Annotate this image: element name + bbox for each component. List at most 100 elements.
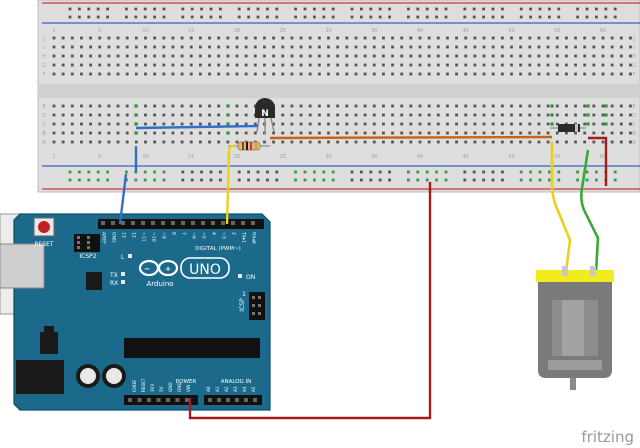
breadboard-hole	[363, 45, 367, 49]
rail-hole	[200, 178, 203, 182]
breadboard-hole	[153, 122, 157, 126]
breadboard-hole	[107, 45, 111, 49]
rail-hole	[595, 7, 598, 11]
breadboard-hole	[436, 140, 440, 144]
breadboard-hole	[482, 140, 486, 144]
breadboard-hole	[226, 36, 230, 40]
breadboard-hole	[153, 45, 157, 49]
breadboard-hole	[565, 113, 568, 117]
rail-hole	[501, 170, 504, 174]
column-number: 60	[600, 28, 606, 34]
rail-hole	[463, 178, 467, 182]
rail-hole	[613, 15, 617, 19]
breadboard-hole	[52, 36, 56, 40]
breadboard-hole	[272, 36, 275, 40]
breadboard-hole	[619, 45, 623, 49]
rail-hole	[96, 15, 100, 19]
breadboard-hole	[565, 140, 568, 144]
breadboard-hole	[601, 113, 605, 117]
reset-button-cap[interactable]	[38, 221, 50, 233]
small-chip	[86, 272, 102, 290]
breadboard-hole	[80, 131, 83, 135]
breadboard-hole	[354, 122, 358, 126]
breadboard-hole	[107, 104, 111, 108]
rail-hole	[237, 170, 241, 174]
breadboard-hole	[70, 122, 74, 126]
wire-red-diode	[588, 136, 608, 186]
breadboard-hole	[125, 113, 129, 117]
breadboard-hole	[70, 63, 74, 67]
breadboard-hole	[299, 113, 303, 117]
column-number: 50	[508, 154, 514, 160]
breadboard-hole	[537, 54, 541, 58]
digital-pin-label: ~9	[160, 232, 166, 239]
breadboard-hole	[583, 131, 587, 135]
breadboard-hole	[180, 113, 184, 117]
rail-hole	[435, 178, 438, 182]
rail-hole	[350, 178, 354, 182]
breadboard-hole	[162, 122, 166, 126]
motor-end-cap	[536, 270, 614, 282]
rail-hole	[181, 15, 185, 19]
breadboard-hole	[327, 54, 330, 58]
breadboard-hole	[61, 54, 65, 58]
breadboard-hole	[153, 104, 157, 108]
breadboard-hole	[473, 72, 477, 76]
rail-hole	[519, 178, 523, 182]
rail-hole	[125, 15, 128, 19]
breadboard-hole	[372, 72, 376, 76]
header-pin	[101, 221, 105, 225]
breadboard-hole	[464, 122, 468, 126]
rail-hole	[68, 178, 72, 182]
breadboard-hole	[436, 72, 440, 76]
rail-hole	[219, 170, 222, 174]
breadboard-hole	[171, 104, 175, 108]
breadboard-hole	[98, 45, 102, 49]
breadboard-hole	[70, 113, 74, 117]
breadboard-hole	[153, 63, 157, 67]
breadboard-hole	[491, 131, 495, 135]
icsp-pin	[252, 312, 255, 315]
breadboard-hole	[70, 54, 74, 58]
rail-hole	[557, 15, 561, 19]
breadboard-hole	[98, 54, 102, 58]
breadboard-hole	[199, 104, 202, 108]
breadboard-hole	[263, 140, 266, 144]
breadboard-hole	[153, 36, 157, 40]
breadboard-hole	[391, 113, 394, 117]
breadboard-hole	[382, 54, 385, 58]
power-header	[124, 395, 198, 405]
active-hole	[604, 104, 608, 108]
rail-hole	[444, 170, 448, 174]
breadboard-hole	[555, 72, 559, 76]
breadboard-hole	[610, 104, 614, 108]
breadboard-hole	[491, 140, 495, 144]
rail-hole	[181, 170, 185, 174]
breadboard-hole	[619, 54, 623, 58]
breadboard-hole	[61, 131, 65, 135]
breadboard-hole	[473, 113, 477, 117]
rail-hole	[369, 178, 373, 182]
breadboard-hole	[464, 54, 468, 58]
breadboard-hole	[345, 72, 349, 76]
breadboard-hole	[253, 122, 257, 126]
breadboard-hole	[208, 131, 211, 135]
breadboard-hole	[418, 122, 422, 126]
breadboard-hole	[418, 54, 422, 58]
rail-hole	[87, 170, 91, 174]
breadboard-hole	[574, 131, 577, 135]
rail-hole	[322, 178, 326, 182]
column-number: 25	[280, 28, 286, 34]
voltage-regulator	[40, 332, 58, 354]
uno-badge	[180, 257, 230, 279]
rail-hole	[209, 170, 213, 174]
breadboard-hole	[162, 45, 166, 49]
header-pin	[253, 398, 257, 402]
breadboard-hole	[52, 140, 56, 144]
breadboard-hole	[546, 140, 550, 144]
rail-hole	[219, 7, 222, 11]
breadboard-hole	[235, 36, 239, 40]
rail-hole	[548, 15, 551, 19]
breadboard-hole	[162, 63, 166, 67]
breadboard-hole	[144, 104, 147, 108]
